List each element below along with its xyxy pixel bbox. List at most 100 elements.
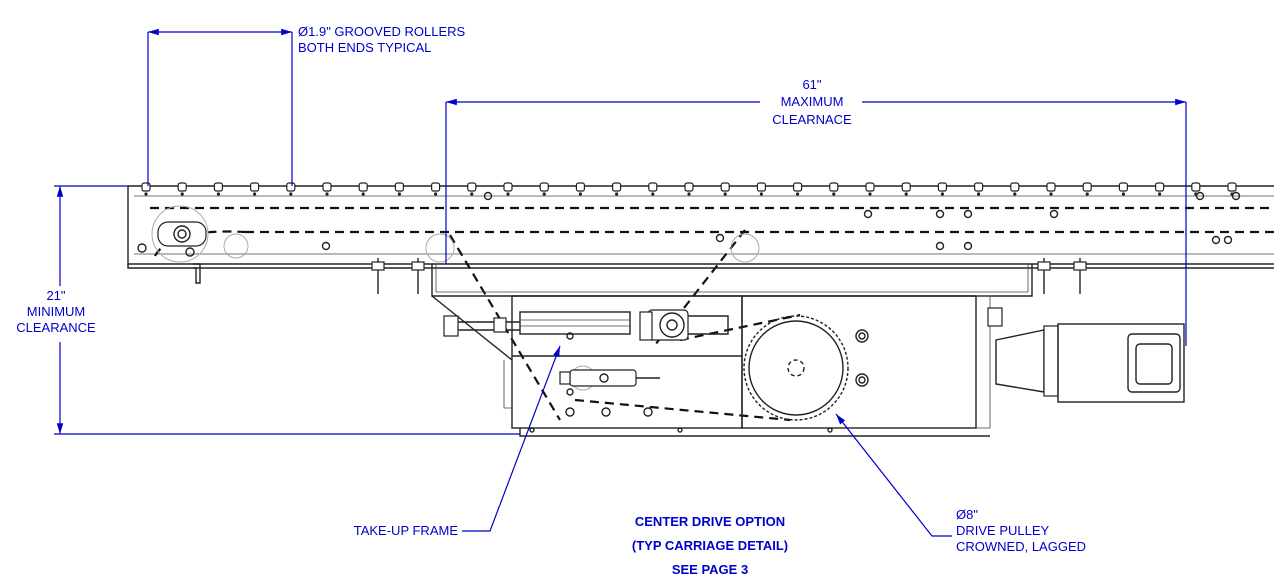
roller-bolt bbox=[1085, 192, 1089, 196]
roller-bolt bbox=[687, 192, 691, 196]
roller-head bbox=[792, 182, 803, 192]
max-clearance-label2: CLEARNACE bbox=[772, 112, 852, 127]
max-clearance-label: MAXIMUM bbox=[781, 94, 844, 109]
roller-head bbox=[756, 182, 767, 192]
roller-bolt bbox=[542, 192, 546, 196]
drive-pulley-label: DRIVE PULLEY bbox=[956, 523, 1050, 538]
roller-bolt bbox=[651, 192, 655, 196]
frame-hole bbox=[963, 241, 973, 251]
roller-bolt bbox=[759, 192, 764, 196]
roller-bolt bbox=[1158, 192, 1162, 196]
roller-head bbox=[358, 182, 368, 192]
roller-bolt bbox=[470, 192, 474, 196]
roller-head bbox=[322, 182, 332, 192]
frame-hole bbox=[1223, 235, 1233, 245]
frame-hole bbox=[1231, 191, 1241, 201]
frame-hole bbox=[1195, 191, 1205, 201]
roller-head bbox=[177, 182, 187, 192]
roller-bolt bbox=[289, 192, 293, 196]
roller-head bbox=[213, 182, 223, 192]
frame-hole bbox=[935, 241, 945, 251]
roller-bolt bbox=[1013, 192, 1017, 196]
frame-hole bbox=[935, 209, 945, 219]
roller-head bbox=[1227, 182, 1237, 192]
roller-head bbox=[286, 182, 296, 192]
roller-head bbox=[250, 182, 260, 192]
roller-head bbox=[539, 182, 549, 192]
roller-bolt bbox=[832, 192, 836, 196]
leader-drive-pulley bbox=[835, 413, 952, 537]
drive-motor bbox=[987, 307, 1185, 403]
dim-min-clearance bbox=[54, 185, 520, 435]
max-clearance-value: 61" bbox=[802, 77, 821, 92]
roller-bolt bbox=[578, 192, 583, 196]
roller-head bbox=[1010, 182, 1020, 192]
drive-pulley-label2: CROWNED, LAGGED bbox=[956, 539, 1086, 554]
roller-bolt bbox=[397, 192, 401, 196]
roller-head bbox=[648, 182, 658, 192]
roller-bolt bbox=[180, 192, 184, 196]
frame-hole bbox=[483, 191, 493, 201]
roller-head bbox=[611, 182, 622, 192]
roller-bolt bbox=[506, 192, 510, 196]
conveyor-bed bbox=[127, 185, 1274, 269]
tail-pulley bbox=[137, 205, 249, 284]
belt-path bbox=[150, 206, 1274, 422]
roller-head bbox=[865, 182, 875, 192]
note-line1: CENTER DRIVE OPTION bbox=[635, 514, 785, 529]
roller-bolt bbox=[1049, 192, 1053, 196]
frame-holes bbox=[321, 191, 1241, 251]
roller-bolt bbox=[796, 192, 800, 196]
frame-hole bbox=[321, 241, 331, 251]
take-up-frame-label: TAKE-UP FRAME bbox=[354, 523, 459, 538]
frame-hole bbox=[863, 209, 873, 219]
roller-head bbox=[1082, 182, 1092, 192]
roller-head bbox=[141, 182, 151, 192]
rollers-callout-line1: Ø1.9" GROOVED ROLLERS bbox=[298, 24, 466, 39]
roller-head bbox=[431, 182, 441, 192]
roller-row bbox=[141, 182, 1237, 196]
roller-head bbox=[1191, 182, 1201, 192]
roller-bolt bbox=[253, 192, 257, 196]
min-clearance-label2: CLEARANCE bbox=[16, 320, 96, 335]
dim-rollers bbox=[147, 28, 293, 186]
roller-bolt bbox=[904, 192, 908, 196]
roller-bolt bbox=[361, 192, 365, 196]
roller-head bbox=[720, 182, 730, 192]
rollers-callout-line2: BOTH ENDS TYPICAL bbox=[298, 40, 431, 55]
min-clearance-label: MINIMUM bbox=[27, 304, 86, 319]
frame-hole bbox=[1211, 235, 1221, 245]
frame-hole bbox=[963, 209, 973, 219]
roller-head bbox=[503, 182, 513, 192]
note-line2: (TYP CARRIAGE DETAIL) bbox=[632, 538, 788, 553]
roller-bolt bbox=[216, 192, 220, 196]
drive-pulley-size: Ø8" bbox=[956, 507, 978, 522]
frame-hole bbox=[1049, 209, 1059, 219]
drive-carriage bbox=[371, 258, 1087, 437]
roller-bolt bbox=[868, 192, 872, 196]
roller-bolt bbox=[1121, 192, 1125, 196]
roller-bolt bbox=[325, 192, 329, 196]
roller-head bbox=[575, 182, 586, 192]
roller-bolt bbox=[977, 192, 981, 196]
roller-head bbox=[829, 182, 839, 192]
leader-take-up bbox=[462, 345, 561, 532]
roller-head bbox=[394, 182, 404, 192]
roller-bolt bbox=[434, 192, 438, 196]
dim-max-clearance bbox=[445, 98, 1187, 346]
roller-head bbox=[937, 182, 948, 192]
roller-head bbox=[1154, 182, 1165, 192]
roller-bolt bbox=[940, 192, 945, 196]
roller-head bbox=[467, 182, 477, 192]
roller-head bbox=[901, 182, 911, 192]
roller-head bbox=[684, 182, 694, 192]
roller-bolt bbox=[615, 192, 619, 196]
roller-bolt bbox=[723, 192, 727, 196]
roller-head bbox=[1046, 182, 1056, 192]
frame-hole bbox=[715, 233, 725, 243]
roller-head bbox=[973, 182, 984, 192]
min-clearance-value: 21" bbox=[46, 288, 65, 303]
roller-bolt bbox=[144, 192, 148, 196]
roller-head bbox=[1118, 182, 1129, 192]
